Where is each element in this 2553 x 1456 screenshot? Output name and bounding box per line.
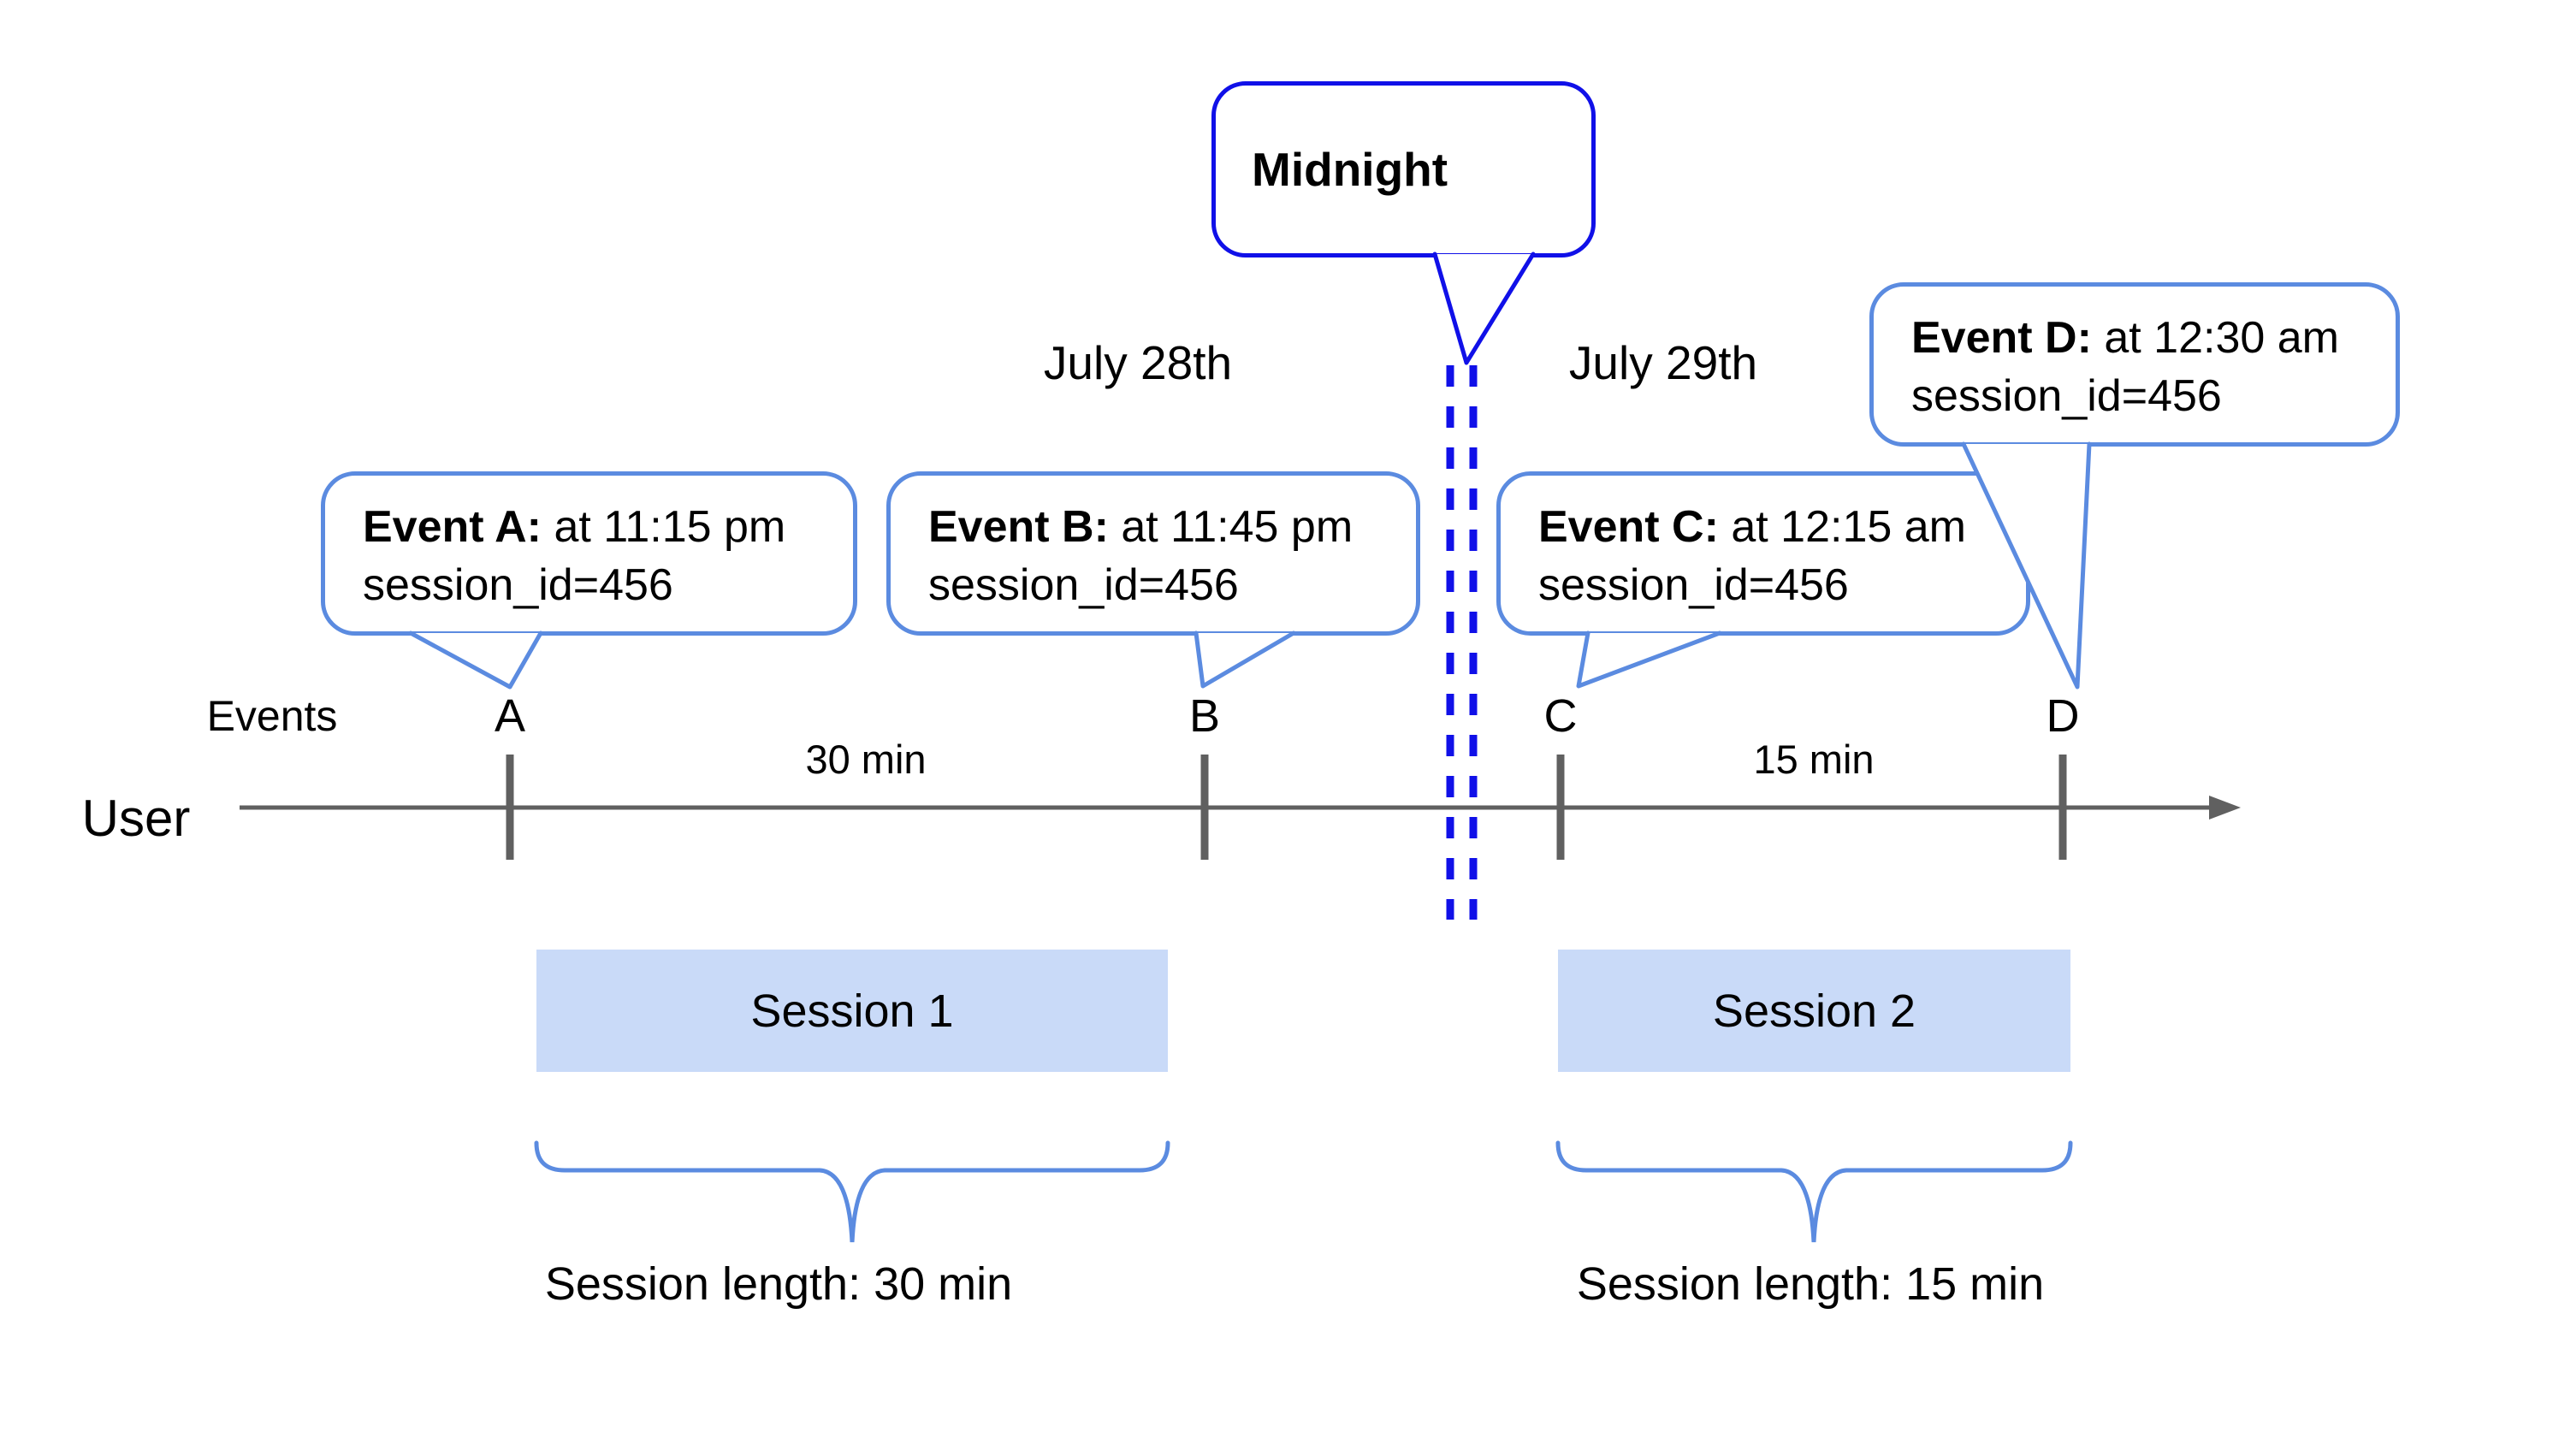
event-c-callout-tail bbox=[1576, 630, 1722, 689]
event-d-tick-label: D bbox=[2046, 690, 2080, 742]
event-b-callout-time: at 11:45 pm bbox=[1108, 502, 1354, 552]
event-c-callout-bubble: Event C: at 12:15 am session_id=456 bbox=[1496, 471, 2030, 636]
event-a-callout-title: Event A: bbox=[363, 502, 542, 552]
event-a-callout-bubble: Event A: at 11:15 pm session_id=456 bbox=[321, 471, 857, 636]
event-d-callout-title: Event D: bbox=[1911, 313, 2092, 363]
event-d-callout-session: session_id=456 bbox=[1911, 371, 2222, 421]
event-d-callout-time: at 12:30 am bbox=[2091, 313, 2339, 363]
event-b-callout-tail bbox=[1194, 630, 1296, 689]
event-c-callout-time: at 12:15 am bbox=[1718, 502, 1966, 552]
session-2-box: Session 2 bbox=[1558, 950, 2070, 1072]
midnight-callout-tail bbox=[1432, 252, 1536, 365]
session-2-brace bbox=[1555, 1140, 2073, 1243]
session-2-length-label: Session length: 15 min bbox=[1576, 1258, 2045, 1310]
event-c-tick-label: C bbox=[1543, 690, 1578, 742]
gap-15min-label: 15 min bbox=[1753, 737, 1875, 782]
session-1-brace bbox=[534, 1140, 1170, 1243]
user-axis-label: User bbox=[81, 790, 191, 847]
event-b-callout-title: Event B: bbox=[928, 502, 1109, 552]
user-timeline bbox=[240, 755, 2241, 860]
event-a-callout-tail bbox=[408, 630, 543, 690]
event-d-callout-bubble: Event D: at 12:30 am session_id=456 bbox=[1869, 282, 2400, 447]
event-b-callout-bubble: Event B: at 11:45 pm session_id=456 bbox=[886, 471, 1420, 636]
session-1-label: Session 1 bbox=[750, 985, 954, 1037]
event-a-tick-label: A bbox=[494, 690, 526, 742]
events-axis-label: Events bbox=[206, 692, 338, 740]
date-label-july-29: July 29th bbox=[1568, 336, 1758, 389]
event-c-callout-title: Event C: bbox=[1538, 502, 1719, 552]
midnight-callout-bubble: Midnight bbox=[1211, 81, 1596, 257]
gap-30min-label: 30 min bbox=[805, 737, 927, 782]
event-a-callout-session: session_id=456 bbox=[363, 560, 673, 610]
session-2-label: Session 2 bbox=[1712, 985, 1916, 1037]
event-c-callout-session: session_id=456 bbox=[1538, 560, 1849, 610]
date-label-july-28: July 28th bbox=[1043, 336, 1233, 389]
midnight-callout-label: Midnight bbox=[1252, 143, 1448, 196]
event-b-tick-label: B bbox=[1188, 690, 1221, 742]
event-a-callout-time: at 11:15 pm bbox=[542, 502, 786, 552]
midnight-dashed-divider bbox=[1446, 365, 1478, 920]
event-b-callout-session: session_id=456 bbox=[928, 560, 1239, 610]
session-1-length-label: Session length: 30 min bbox=[544, 1258, 1013, 1310]
session-1-box: Session 1 bbox=[536, 950, 1168, 1072]
timeline-arrowhead bbox=[2209, 796, 2241, 820]
